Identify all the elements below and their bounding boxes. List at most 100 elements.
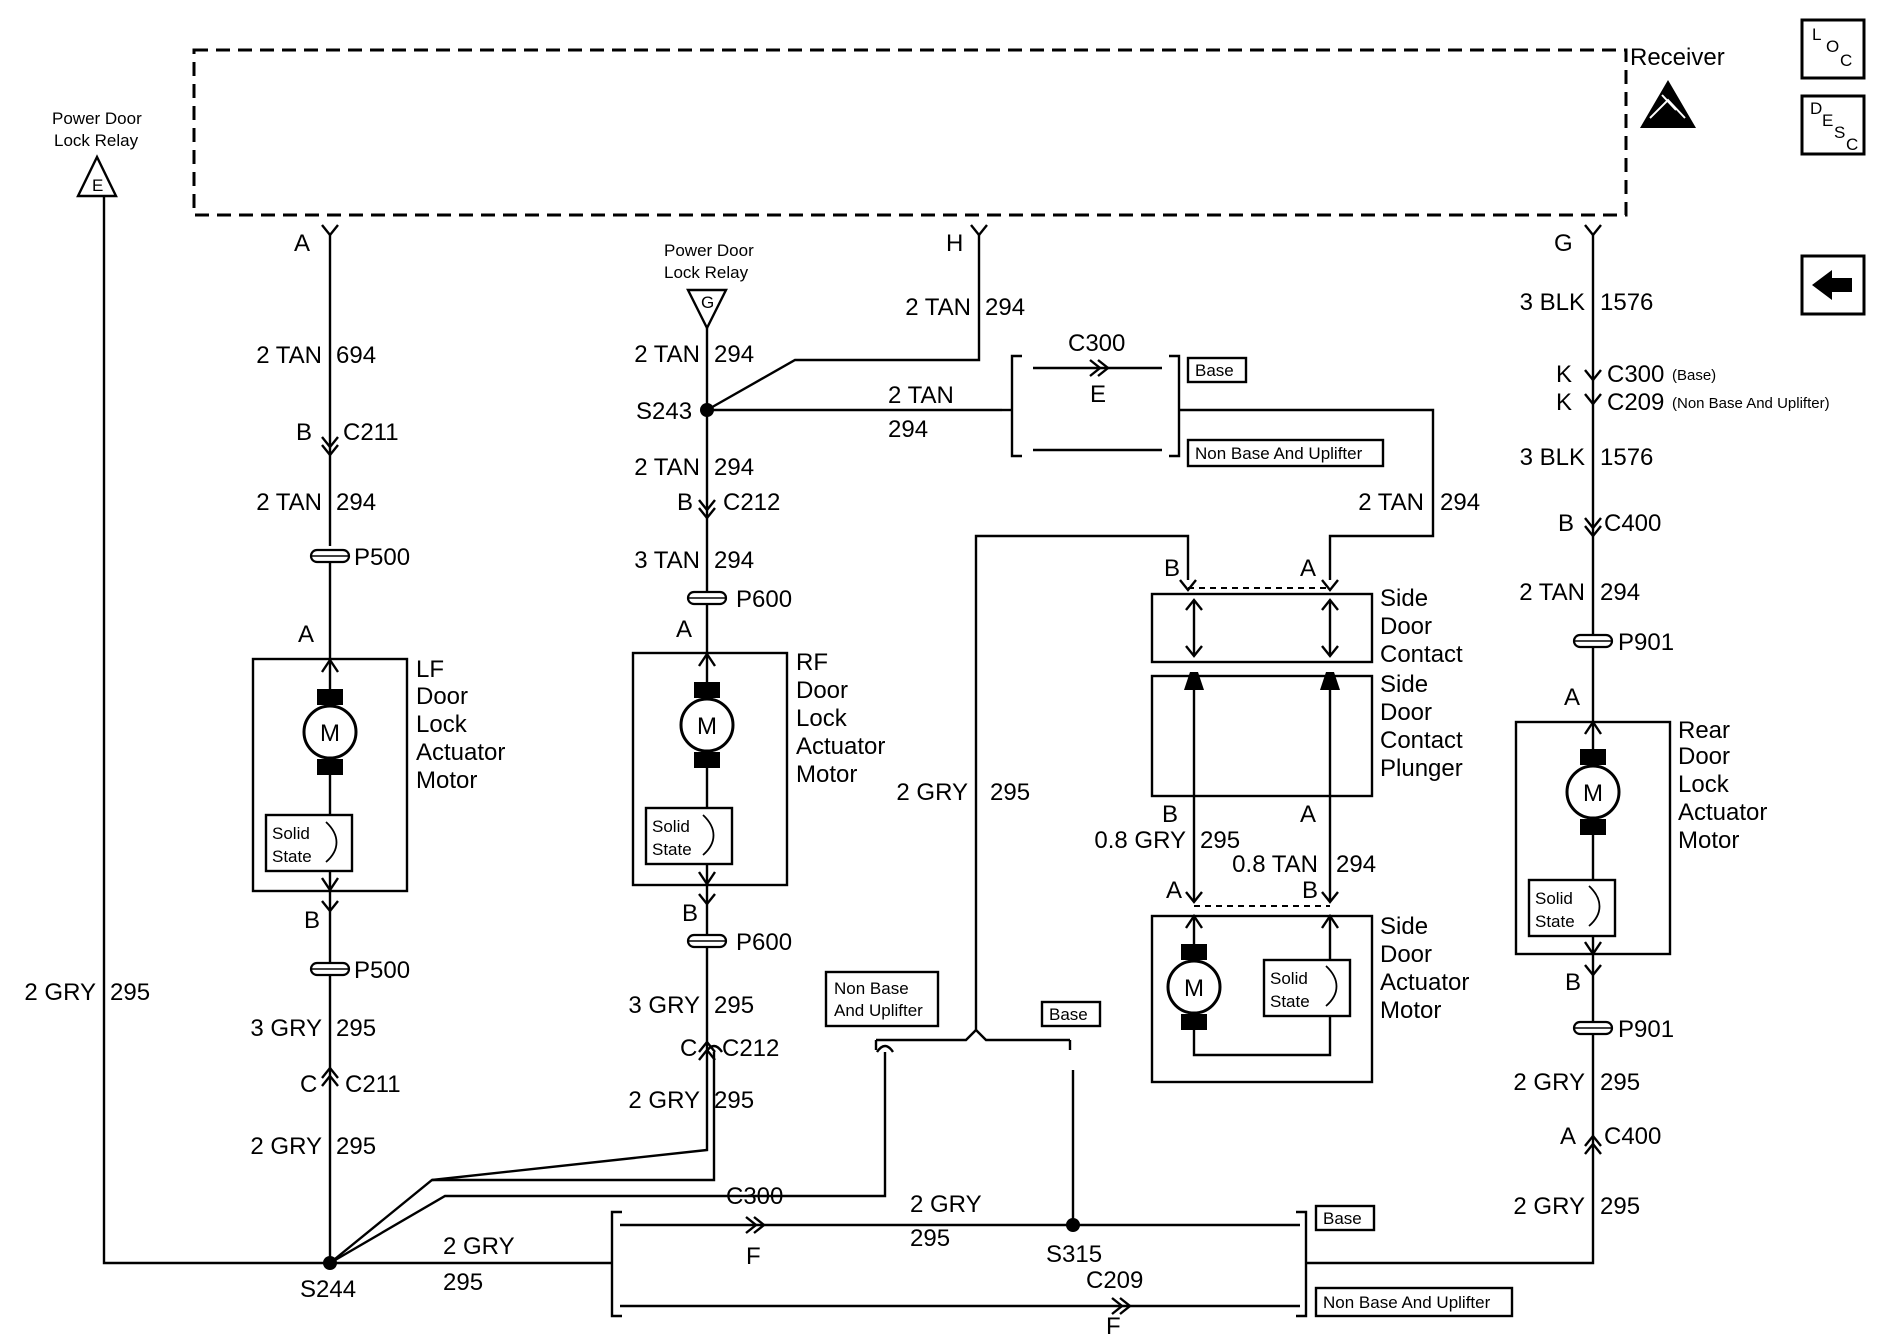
receiver-label: Receiver <box>1630 44 1725 71</box>
pin-rf-a-motor: A <box>676 616 692 643</box>
side-plunger-line1: Side <box>1380 671 1428 698</box>
rear-solid-state <box>1527 878 1617 938</box>
wire-2tan-294-rear-circuit: 294 <box>1600 579 1640 606</box>
connector-c400-bottom: C400 <box>1604 1123 1661 1150</box>
pin-side-b-mid: B <box>1162 801 1178 828</box>
side-door-plunger-box <box>1150 674 1374 798</box>
rf-solid-label1: Solid <box>652 817 690 836</box>
rear-line3: Lock <box>1678 771 1730 798</box>
connector-p600-bottom: P600 <box>736 929 792 956</box>
wire-2gry-295-s315-gauge: 2 GRY <box>910 1191 982 1218</box>
wire-2tan-294-s243-circuit: 294 <box>888 416 928 443</box>
rf-line3: Lock <box>796 705 848 732</box>
splice-s244-label: S244 <box>300 1276 356 1303</box>
wire-2gry-295-rf-circuit: 295 <box>714 1087 754 1114</box>
connector-p901-top: P901 <box>1618 629 1674 656</box>
pin-side-b-bottom: B <box>1302 877 1318 904</box>
pin-g: G <box>1554 230 1573 257</box>
side-solid-label1: Solid <box>1270 969 1308 988</box>
wire-2tan-294-lf-gauge: 2 TAN <box>256 489 322 516</box>
rf-line5: Motor <box>796 761 857 788</box>
tag-base-top-label: Base <box>1195 361 1234 380</box>
wire-2gry-295-lf-gauge: 2 GRY <box>250 1133 322 1160</box>
side-contact-line3: Contact <box>1380 641 1463 668</box>
relay-left-line1: Power Door <box>52 109 142 128</box>
relay-mid-line1: Power Door <box>664 241 754 260</box>
fuse-p901-bottom <box>1572 1020 1614 1036</box>
fuse-p500-bottom <box>309 961 351 977</box>
tag-nonbase-mid-line2: And Uplifter <box>834 1001 923 1020</box>
lf-solid-label2: State <box>272 847 312 866</box>
wire-2tan-694-circuit: 694 <box>336 342 376 369</box>
relay-left-line2: Lock Relay <box>54 131 139 150</box>
connector-c212-top: C212 <box>723 489 780 516</box>
wire-3blk-1576-top-gauge: 3 BLK <box>1520 289 1585 316</box>
rf-line1: RF <box>796 649 828 676</box>
loc-icon[interactable]: L O C <box>1800 18 1866 80</box>
rear-solid-label1: Solid <box>1535 889 1573 908</box>
wire-2tan-294-rf-mid-circuit: 294 <box>714 454 754 481</box>
connector-c300-rear-note: (Base) <box>1672 367 1716 384</box>
connector-c209-rear: C209 <box>1607 389 1664 416</box>
rear-motor-letter: M <box>1583 780 1603 807</box>
wire-2gry-295-side-circuit: 295 <box>990 779 1030 806</box>
wire-2gry-295-left-circuit: 295 <box>110 979 150 1006</box>
lf-line2: Door <box>416 683 468 710</box>
wire-2tan-294-side-circuit: 294 <box>1440 489 1480 516</box>
svg-text:C: C <box>1846 135 1858 154</box>
connector-c209-bottom: C209 <box>1086 1267 1143 1294</box>
rear-line5: Motor <box>1678 827 1739 854</box>
esd-warning-icon <box>1640 80 1696 128</box>
side-actuator-line2: Door <box>1380 941 1432 968</box>
connector-c400-top: C400 <box>1604 510 1661 537</box>
relay-mid-pin: G <box>701 293 714 312</box>
tag-nonbase-top <box>1186 438 1385 468</box>
lf-line3: Lock <box>416 711 468 738</box>
wire-2tan-294-h-circuit: 294 <box>985 294 1025 321</box>
svg-text:E: E <box>1822 111 1833 130</box>
svg-text:D: D <box>1810 99 1822 118</box>
side-actuator-line4: Motor <box>1380 997 1441 1024</box>
svg-text:C: C <box>1840 51 1852 70</box>
rf-line2: Door <box>796 677 848 704</box>
rear-line4: Actuator <box>1678 799 1767 826</box>
relay-left-pin: E <box>92 176 103 195</box>
pin-lf-b-bottom: B <box>304 907 320 934</box>
lf-solid-label1: Solid <box>272 824 310 843</box>
side-actuator-line3: Actuator <box>1380 969 1469 996</box>
wire-08tan-294-gauge: 0.8 TAN <box>1232 851 1318 878</box>
plunger-right-icon <box>1320 672 1340 690</box>
side-door-contact-box <box>1150 592 1374 664</box>
wire-2gry-295-rear1-gauge: 2 GRY <box>1513 1069 1585 1096</box>
desc-icon[interactable]: D E S C <box>1800 94 1866 156</box>
wire-2tan-294-side-gauge: 2 TAN <box>1358 489 1424 516</box>
pin-rear-b-bottom: B <box>1565 969 1581 996</box>
tag-base-top <box>1186 356 1248 384</box>
tag-nonbase-bottom <box>1314 1286 1514 1318</box>
connector-c300-top: C300 <box>1068 330 1125 357</box>
connector-c211-top: C211 <box>343 419 399 446</box>
tag-base-bottom <box>1314 1204 1376 1232</box>
fuse-p600-bottom <box>686 933 728 949</box>
connector-c300-rear: C300 <box>1607 361 1664 388</box>
left-arrow-icon[interactable] <box>1800 254 1866 316</box>
wire-2gry-295-lf-circuit: 295 <box>336 1133 376 1160</box>
lf-solid-state <box>264 813 354 873</box>
wire-3tan-294-rf-circuit: 294 <box>714 547 754 574</box>
wire-3tan-294-rf-gauge: 3 TAN <box>634 547 700 574</box>
fuse-p500-top <box>309 548 351 564</box>
rf-line4: Actuator <box>796 733 885 760</box>
svg-text:S: S <box>1834 123 1845 142</box>
side-motor-letter: M <box>1184 975 1204 1002</box>
pin-e: E <box>1090 381 1106 408</box>
wire-3gry-295-lf-circuit: 295 <box>336 1015 376 1042</box>
tag-base-bottom-label: Base <box>1323 1209 1362 1228</box>
pin-rear-a-motor: A <box>1564 684 1580 711</box>
rf-solid-state <box>644 806 734 866</box>
connector-p500-bottom: P500 <box>354 957 410 984</box>
pin-side-a-bottom: A <box>1166 877 1182 904</box>
wire-2tan-294-lf-circuit: 294 <box>336 489 376 516</box>
pin-lf-c: C <box>300 1071 317 1098</box>
wire-2tan-294-rf-top-gauge: 2 TAN <box>634 341 700 368</box>
side-actuator-line1: Side <box>1380 913 1428 940</box>
